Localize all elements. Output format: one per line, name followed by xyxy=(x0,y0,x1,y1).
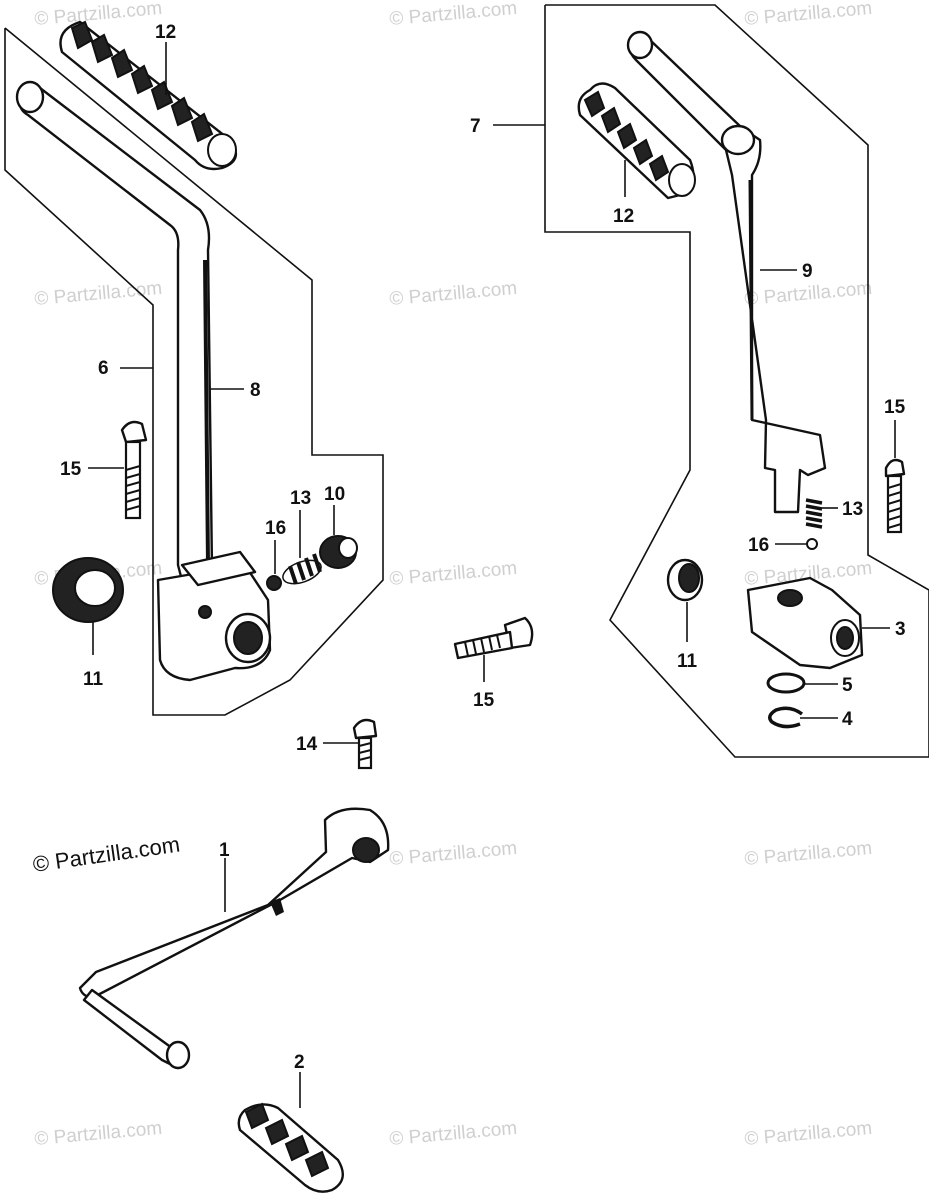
bolt-15-left xyxy=(120,420,148,520)
callout-16: 16 xyxy=(265,518,286,539)
watermark: © Partzilla.com xyxy=(744,838,873,870)
watermark: © Partzilla.com xyxy=(389,838,518,870)
group-outline-6 xyxy=(4,27,384,716)
watermark: © Partzilla.com xyxy=(389,0,518,30)
pinch-boss-3 xyxy=(746,576,864,670)
kick-arm-8 xyxy=(15,20,272,682)
steel-ball-16-right xyxy=(806,538,818,550)
watermark: © Partzilla.com xyxy=(389,1118,518,1150)
oil-seal-11-right xyxy=(666,558,704,602)
group-outline-7 xyxy=(544,4,929,758)
callout-4: 4 xyxy=(842,709,853,730)
circlip-4 xyxy=(768,706,804,729)
watermark: © Partzilla.com xyxy=(744,278,873,310)
watermark: © Partzilla.com xyxy=(34,278,163,310)
callout-9: 9 xyxy=(802,261,813,282)
watermark: © Partzilla.com xyxy=(744,0,873,30)
callout-2: 2 xyxy=(294,1052,305,1073)
collar-10 xyxy=(319,535,358,569)
spring-13-right xyxy=(805,498,823,529)
gear-change-pedal-1 xyxy=(78,807,390,1070)
callout-12: 12 xyxy=(155,22,176,43)
washer-5 xyxy=(766,672,806,694)
screw-14 xyxy=(352,718,378,770)
callout-labels: 12 6 8 10 13 16 15 11 7 12 9 15 13 16 11… xyxy=(60,22,906,1073)
watermark: © Partzilla.com xyxy=(744,1118,873,1150)
callout-15: 15 xyxy=(473,690,495,711)
callout-6: 6 xyxy=(98,358,109,379)
watermark: © Partzilla.com xyxy=(389,558,518,590)
callout-12: 12 xyxy=(613,206,634,227)
callout-5: 5 xyxy=(842,675,853,696)
bolt-15-middle xyxy=(453,616,534,660)
watermark: © Partzilla.com xyxy=(34,1118,163,1150)
grip-rubber-12-right xyxy=(577,82,696,200)
callout-10: 10 xyxy=(324,484,345,505)
callout-leaders xyxy=(88,42,896,1108)
watermark: © Partzilla.com xyxy=(389,278,518,310)
callout-13: 13 xyxy=(290,488,311,509)
callout-16: 16 xyxy=(748,535,769,556)
callout-13: 13 xyxy=(842,499,863,520)
callout-15: 15 xyxy=(60,459,82,480)
callout-11: 11 xyxy=(83,669,104,690)
steel-ball-16-left xyxy=(266,575,282,591)
copyright-notice: © Partzilla.com xyxy=(31,832,181,877)
watermark: © Partzilla.com xyxy=(34,0,163,30)
grip-rubber-12 xyxy=(59,20,238,171)
callout-8: 8 xyxy=(250,380,261,401)
callout-3: 3 xyxy=(895,619,906,640)
callout-14: 14 xyxy=(296,734,318,755)
spring-13-left xyxy=(282,553,322,585)
callout-7: 7 xyxy=(470,116,481,137)
oil-seal-11-left xyxy=(52,557,124,623)
pedal-rubber-2 xyxy=(237,1102,344,1193)
kick-arm-9 xyxy=(626,30,827,514)
bolt-15-right xyxy=(884,458,906,534)
callout-1: 1 xyxy=(219,840,230,861)
callout-15: 15 xyxy=(884,397,906,418)
callout-11: 11 xyxy=(677,651,698,672)
